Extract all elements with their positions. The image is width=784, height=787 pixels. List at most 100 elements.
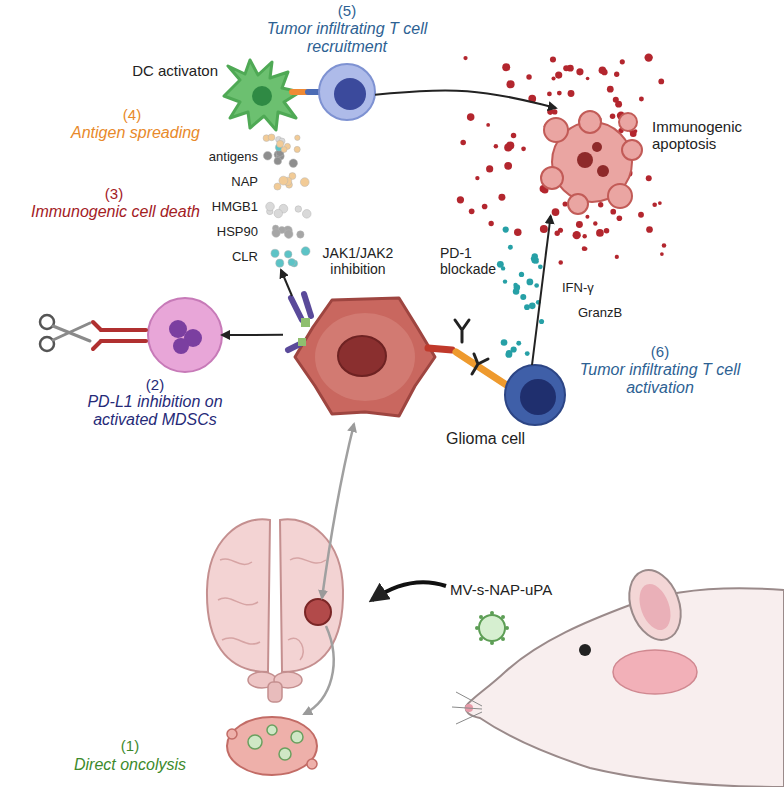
blocking-antibody xyxy=(455,320,488,374)
t-cell-art xyxy=(319,64,375,120)
cytokine-dots xyxy=(526,279,533,286)
damp-dots xyxy=(288,259,295,266)
apoptotic-debris xyxy=(568,90,575,97)
apoptotic-debris xyxy=(552,109,557,114)
mdsc-art xyxy=(148,298,222,372)
brain xyxy=(268,682,282,702)
apoptotic-debris xyxy=(475,176,479,180)
damp-dots xyxy=(268,134,275,141)
t-cell-art xyxy=(319,64,375,120)
apoptotic-debris xyxy=(585,215,589,219)
mdsc-art xyxy=(173,338,189,354)
zoom-leader xyxy=(322,424,354,598)
step-caption: Immunogenic cell death xyxy=(31,203,200,221)
t-cell: (5)Tumor infiltrating T cell recruitment xyxy=(319,64,375,120)
step-number: (4) xyxy=(123,106,141,123)
apoptotic-debris xyxy=(504,144,512,152)
apoptotic-debris xyxy=(646,226,653,233)
apoptotic-debris xyxy=(558,260,563,265)
oncolysis-tumor-art xyxy=(267,725,277,735)
apoptotic-debris xyxy=(582,234,586,238)
apoptotic-debris xyxy=(662,243,667,248)
apoptotic-debris xyxy=(551,76,555,80)
cytokine-dots xyxy=(503,227,509,233)
step-number: (1) xyxy=(121,737,139,754)
damp-dots xyxy=(295,206,302,213)
damp-dots xyxy=(289,159,297,167)
step-caption: Direct oncolysis xyxy=(74,756,186,774)
glioma-cell: Glioma cell xyxy=(283,288,441,418)
damp-dots xyxy=(279,176,288,185)
brain xyxy=(207,519,343,702)
virus-particle xyxy=(490,611,494,615)
t-cell-art xyxy=(505,365,565,425)
dendritic-cell-art xyxy=(252,86,272,106)
apoptotic-debris xyxy=(586,77,590,81)
scissors-antibody xyxy=(93,341,101,349)
damp-dots xyxy=(294,146,300,152)
scissors-antibody xyxy=(101,339,146,343)
apoptotic-debris xyxy=(486,123,490,127)
cytokine-dots xyxy=(501,339,508,346)
step-number: (6) xyxy=(651,343,669,360)
jak-receptor xyxy=(291,298,302,320)
virus-particle xyxy=(479,615,505,641)
damp-dots xyxy=(297,231,304,238)
step-caption: PD-L1 inhibition on activated MDSCs xyxy=(79,393,231,430)
apoptotic-debris xyxy=(467,113,475,121)
apoptotic-debris xyxy=(607,86,614,93)
damp-dots xyxy=(276,259,284,267)
damp-dots xyxy=(301,247,310,256)
apoptotic-debris xyxy=(457,196,464,203)
apoptotic-debris xyxy=(488,221,493,226)
virus-particle xyxy=(501,615,505,619)
glioma-cell-art xyxy=(295,298,435,416)
step-number: (3) xyxy=(105,185,123,202)
damp-dots xyxy=(284,230,293,239)
cytokine-label: GranzB xyxy=(578,306,622,321)
apoptotic-debris xyxy=(502,63,510,71)
damp-dots xyxy=(284,250,292,258)
mouse xyxy=(613,650,697,694)
apoptotic-debris xyxy=(598,202,603,207)
apoptotic-debris xyxy=(460,140,466,146)
mdsc-art xyxy=(169,320,187,338)
apoptotic-cell: Immunogenic apoptosis xyxy=(540,108,646,216)
flow-arrow xyxy=(375,90,556,108)
cytokine-dots xyxy=(497,261,504,268)
cytokine-dots xyxy=(524,304,530,310)
cytokine-dots xyxy=(513,288,520,295)
apoptotic-debris xyxy=(521,146,526,151)
apoptotic-cell-art xyxy=(579,111,601,133)
apoptotic-debris xyxy=(547,91,552,96)
apoptotic-cell-art xyxy=(544,118,568,142)
pd-l1-pd-1 xyxy=(456,352,508,386)
apoptotic-debris xyxy=(514,229,521,236)
brain xyxy=(305,599,331,625)
apoptotic-debris xyxy=(511,133,516,138)
cell-label: Immunogenic apoptosis xyxy=(652,118,752,153)
scissors-antibody xyxy=(53,323,90,340)
cell-label: Glioma cell xyxy=(446,430,525,448)
dendritic-cell: DC activaton xyxy=(222,58,304,138)
apoptotic-debris xyxy=(615,101,622,108)
mechanism-label: PD-1 blockade xyxy=(440,245,506,277)
apoptotic-debris xyxy=(557,91,562,96)
cell-label: DC activaton xyxy=(132,62,218,79)
damp-dots xyxy=(274,157,282,165)
release-arrow xyxy=(281,270,292,296)
flow-arrow xyxy=(222,334,283,336)
damp-dots xyxy=(263,134,311,267)
apoptotic-debris xyxy=(486,165,493,172)
apoptotic-debris xyxy=(652,202,657,207)
jak-receptor xyxy=(304,294,311,316)
apoptotic-debris xyxy=(610,209,616,215)
molecule-label: HMGB1 xyxy=(212,200,258,215)
oncolysis-tumor-art xyxy=(227,717,317,775)
virus-particle xyxy=(490,641,494,645)
apoptotic-debris xyxy=(558,228,563,233)
damp-dots xyxy=(272,229,280,237)
cytokine-dots xyxy=(519,272,524,277)
t-cell-art xyxy=(520,379,556,415)
t-cell: (6)Tumor infiltrating T cell activation xyxy=(505,365,565,425)
